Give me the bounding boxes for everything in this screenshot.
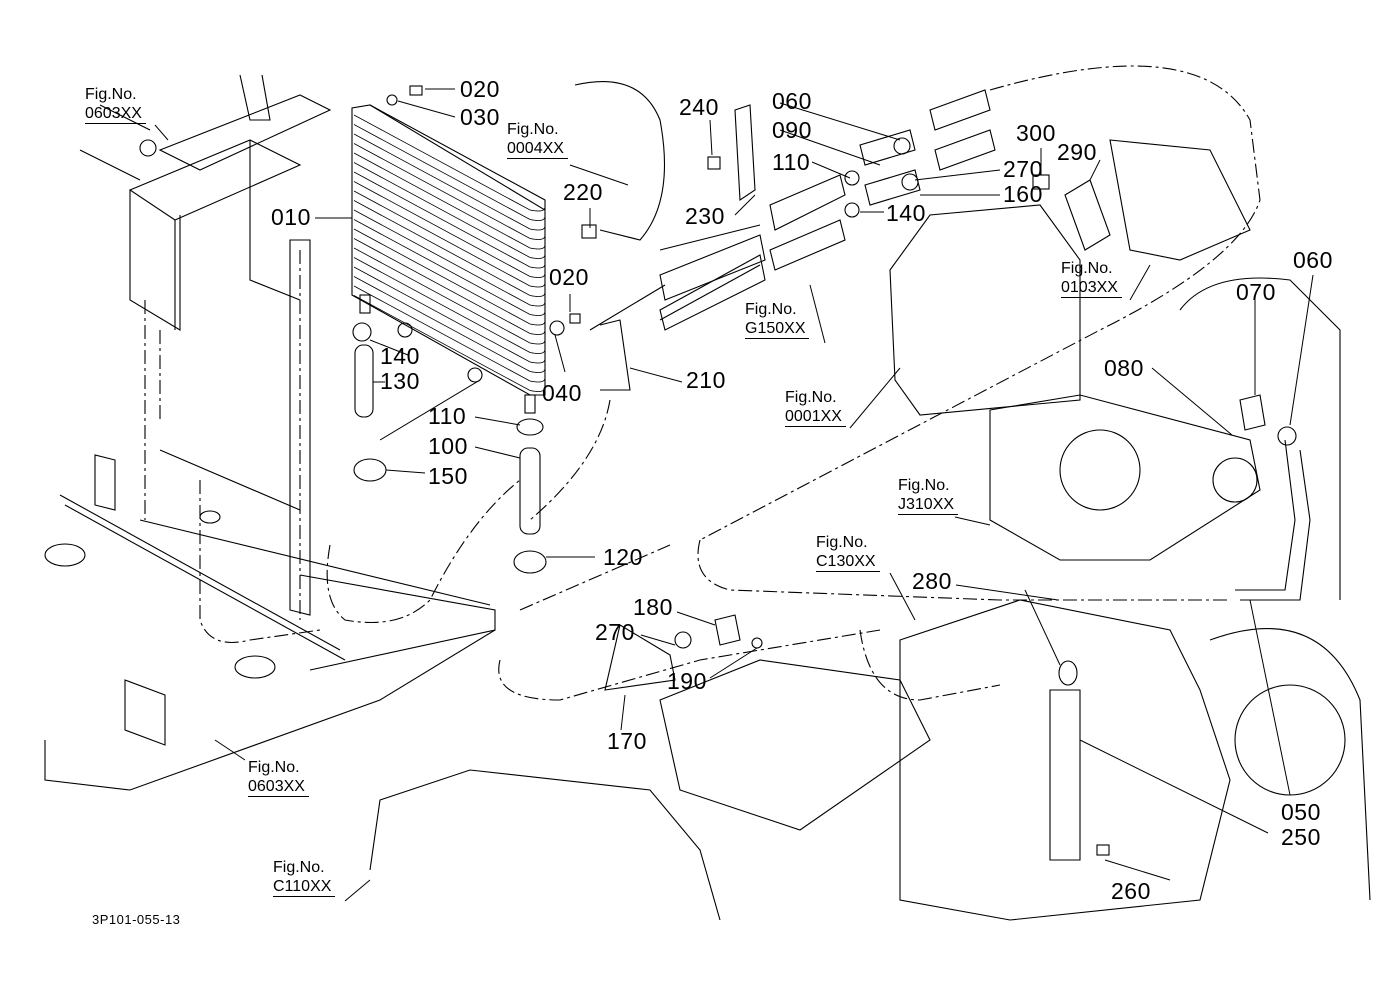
fig-ref-prefix: Fig.No. <box>507 121 559 138</box>
fig-ref-prefix: Fig.No. <box>785 389 837 406</box>
part-number-140-b[interactable]: 140 <box>886 200 926 226</box>
cooler-fin <box>353 266 546 364</box>
fig-ref-code: 0103XX <box>1061 278 1122 298</box>
part-number-110-b[interactable]: 110 <box>772 149 811 175</box>
fig-ref-j310xx[interactable]: Fig.No. J310XX <box>898 476 959 515</box>
part-number-180[interactable]: 180 <box>633 594 673 620</box>
part-number-060[interactable]: 060 <box>772 88 812 114</box>
part-number-170[interactable]: 170 <box>607 728 647 754</box>
fig-ref-0603xx-b[interactable]: Fig.No. 0603XX <box>248 758 309 797</box>
part-number-090[interactable]: 090 <box>772 117 812 143</box>
fig-ref-prefix: Fig.No. <box>248 759 300 776</box>
cooler-fin <box>353 162 546 259</box>
part-number-210[interactable]: 210 <box>686 367 726 393</box>
part-number-080[interactable]: 080 <box>1104 355 1144 381</box>
fig-ref-0004xx[interactable]: Fig.No. 0004XX <box>507 120 568 159</box>
fig-ref-0103xx[interactable]: Fig.No. 0103XX <box>1061 259 1122 298</box>
part-number-060-b[interactable]: 060 <box>1293 247 1333 273</box>
part-number-020-b[interactable]: 020 <box>549 264 589 290</box>
fig-ref-prefix: Fig.No. <box>1061 260 1113 277</box>
fig-ref-g150xx[interactable]: Fig.No. G150XX <box>745 300 810 339</box>
part-number-220[interactable]: 220 <box>563 179 603 205</box>
part-number-230[interactable]: 230 <box>685 203 725 229</box>
part-number-260[interactable]: 260 <box>1111 878 1151 904</box>
fig-ref-prefix: Fig.No. <box>745 301 797 318</box>
cooler-fin <box>353 200 546 297</box>
fig-ref-code: 0603XX <box>85 104 146 124</box>
part-number-010[interactable]: 010 <box>271 204 311 230</box>
cooler-fin <box>353 114 546 212</box>
part-number-130[interactable]: 130 <box>380 368 420 394</box>
part-number-150[interactable]: 150 <box>428 463 468 489</box>
part-number-270-b[interactable]: 270 <box>595 619 635 645</box>
part-number-050[interactable]: 050 <box>1281 799 1321 825</box>
cooler-fin <box>353 190 546 288</box>
part-number-030[interactable]: 030 <box>460 104 500 130</box>
fig-ref-prefix: Fig.No. <box>273 859 325 876</box>
fig-ref-0603xx[interactable]: Fig.No. 0603XX <box>85 85 146 124</box>
fig-ref-prefix: Fig.No. <box>898 477 950 494</box>
fig-ref-code: 0001XX <box>785 407 846 427</box>
cooler-fin <box>353 247 546 345</box>
cooler-fin <box>353 152 546 250</box>
part-number-290[interactable]: 290 <box>1057 139 1097 165</box>
cooler-fin <box>353 238 546 335</box>
floor-plate <box>44 479 521 791</box>
fig-ref-code: 0004XX <box>507 139 568 159</box>
part-number-160[interactable]: 160 <box>1003 181 1043 207</box>
part-number-070[interactable]: 070 <box>1236 279 1276 305</box>
part-number-280[interactable]: 280 <box>912 568 952 594</box>
engine-block <box>369 81 1371 921</box>
cooler-fin <box>353 257 546 354</box>
fig-ref-c130xx[interactable]: Fig.No. C130XX <box>816 533 880 572</box>
cooler-fin <box>353 276 546 373</box>
part-number-270[interactable]: 270 <box>1003 156 1043 182</box>
part-number-300[interactable]: 300 <box>1016 120 1056 146</box>
cooler-fin <box>353 295 546 392</box>
fig-ref-c110xx[interactable]: Fig.No. C110XX <box>273 858 336 897</box>
fig-ref-prefix: Fig.No. <box>85 86 137 103</box>
part-number-120[interactable]: 120 <box>603 544 643 570</box>
fig-ref-prefix: Fig.No. <box>816 534 868 551</box>
part-number-140[interactable]: 140 <box>380 343 420 369</box>
fig-ref-0001xx[interactable]: Fig.No. 0001XX <box>785 388 846 427</box>
drawing-number: 3P101-055-13 <box>92 912 181 927</box>
fig-ref-code: C110XX <box>273 877 336 897</box>
fig-ref-code: C130XX <box>816 552 880 572</box>
cooler-fin <box>353 228 546 326</box>
part-number-110[interactable]: 110 <box>428 403 467 429</box>
part-number-100[interactable]: 100 <box>428 433 468 459</box>
cooler-fin <box>353 219 546 316</box>
leader-lines <box>154 88 1314 902</box>
cooler-fin <box>353 181 546 278</box>
part-number-020[interactable]: 020 <box>460 76 500 102</box>
cooler-fin <box>353 285 546 383</box>
hoses <box>353 65 1311 701</box>
part-number-240[interactable]: 240 <box>679 94 719 120</box>
cooler-fin <box>353 133 546 231</box>
cooler-fin <box>353 143 546 240</box>
fittings <box>352 85 1297 856</box>
fig-ref-code: J310XX <box>898 495 959 515</box>
part-number-040[interactable]: 040 <box>542 380 582 406</box>
cooler-fin <box>353 171 546 269</box>
fig-ref-code: 0603XX <box>248 777 309 797</box>
oil-cooler-010 <box>351 104 546 414</box>
part-number-250[interactable]: 250 <box>1281 824 1321 850</box>
part-number-190[interactable]: 190 <box>667 668 707 694</box>
frame-bracket <box>79 74 332 620</box>
cooler-fin <box>353 209 546 307</box>
fig-ref-code: G150XX <box>745 319 810 339</box>
cooler-fin <box>353 124 546 221</box>
